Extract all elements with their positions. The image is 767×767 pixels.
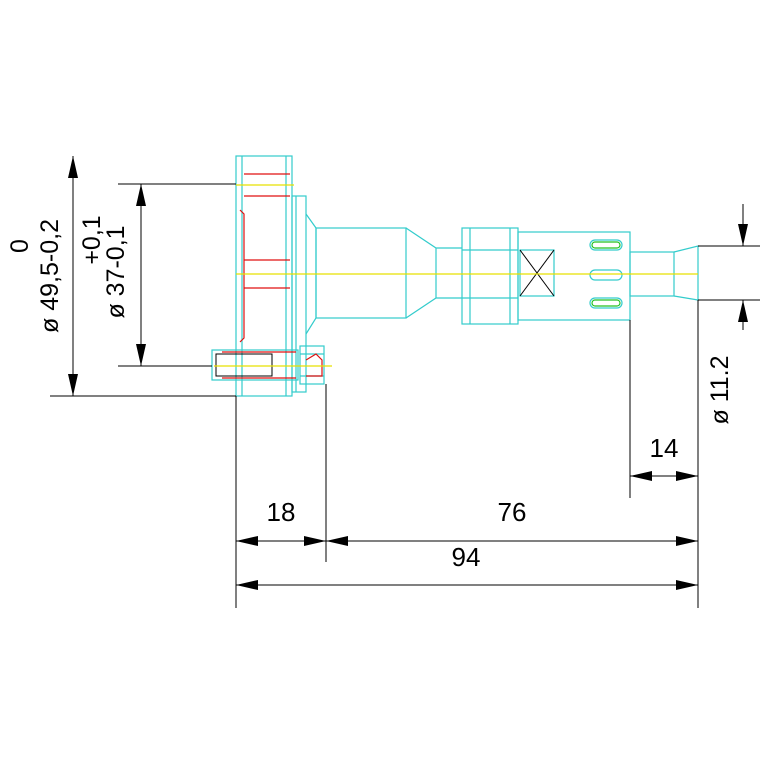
arrow-18-left: [236, 536, 258, 546]
cross-line-2: [519, 249, 555, 297]
label-flange-diameter: ø 49,5-0,2: [36, 219, 64, 333]
taper-bottom: [405, 297, 462, 319]
dimension-labels: 18 76 94 14 ø 11.2 ø 37-0,1 +0,1 ø 49,5-…: [6, 215, 734, 572]
arrow-bore-dia-top: [136, 184, 146, 206]
section-bore: [239, 209, 245, 343]
section-details: [222, 173, 323, 379]
label-flange-tolerance: 0: [6, 239, 34, 253]
bolt-head: [299, 345, 325, 385]
label-tip-diameter: ø 11.2: [706, 355, 734, 424]
bolt-head-section: [305, 353, 323, 377]
arrow-tip-top: [738, 224, 748, 246]
part-outline: [211, 155, 699, 397]
label-body-length: 76: [498, 497, 527, 527]
arrow-14-left: [630, 471, 652, 481]
label-bore-tolerance: +0,1: [78, 215, 106, 264]
tip-end: [673, 245, 699, 301]
slot-top: [591, 241, 621, 249]
slot-bottom-outline: [589, 297, 623, 309]
label-bore-diameter: ø 37-0,1: [102, 225, 130, 318]
arrow-tip-bottom: [738, 300, 748, 322]
arrow-flange-dia-top: [68, 156, 78, 178]
label-tip-length: 14: [650, 433, 679, 463]
arrow-94-right: [676, 580, 698, 590]
taper-top: [405, 227, 462, 249]
slot-top-outline: [589, 239, 623, 251]
arrow-bore-dia-bottom: [136, 344, 146, 366]
main-cylinder: [315, 227, 407, 319]
flange-step: [291, 195, 307, 393]
slot-bottom: [591, 299, 621, 307]
centerlines: [214, 184, 698, 367]
cross-square: [519, 249, 555, 297]
arrow-flange-dia-bottom: [68, 374, 78, 396]
dimension-lines: [50, 156, 760, 608]
label-overall-length: 94: [452, 542, 481, 572]
slot-middle-outline: [589, 269, 623, 281]
arrow-94-left: [236, 580, 258, 590]
arrow-14-right: [676, 471, 698, 481]
arrow-18-right: [304, 536, 326, 546]
arrow-76-right: [676, 536, 698, 546]
label-flange-length: 18: [267, 497, 296, 527]
bolt-thread: [215, 353, 273, 377]
bolt-body: [211, 349, 299, 381]
arrow-76-left: [326, 536, 348, 546]
